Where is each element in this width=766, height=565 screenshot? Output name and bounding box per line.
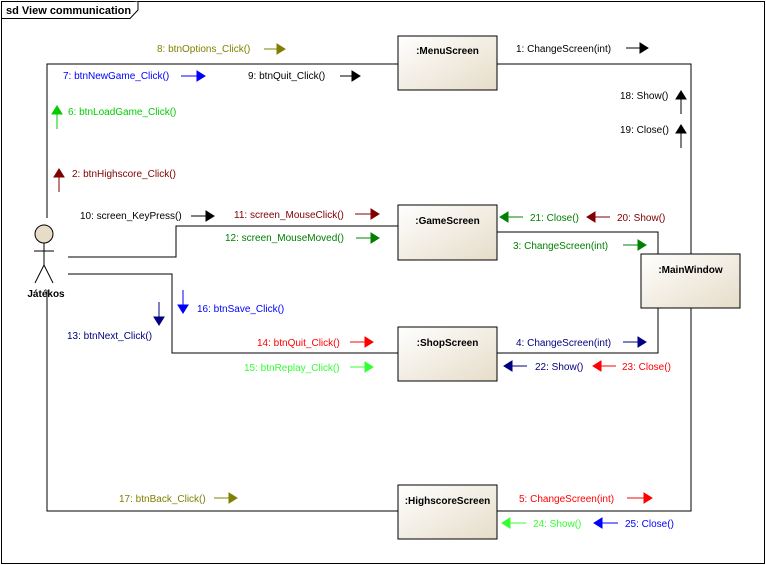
msg-23: 23: Close() (622, 362, 671, 373)
msg-1: 1: ChangeScreen(int) (516, 44, 611, 55)
msg-5: 5: ChangeScreen(int) (519, 494, 614, 505)
object-shop-screen-label: :ShopScreen (417, 338, 479, 349)
arrow-4 (623, 336, 647, 348)
arrow-8 (264, 43, 286, 55)
msg-8: 8: btnOptions_Click() (157, 44, 250, 55)
arrow-22 (503, 360, 527, 372)
arrow-23 (592, 360, 616, 372)
msg-2: 2: btnHighscore_Click() (72, 169, 176, 180)
msg-7: 7: btnNewGame_Click() (63, 71, 169, 82)
link-game-main (497, 231, 659, 254)
link-actor-highscore (46, 290, 398, 512)
arrow-1 (626, 42, 649, 54)
link-actor-menu (46, 63, 398, 218)
msg-19: 19: Close() (620, 125, 669, 136)
link-actor-game (68, 225, 398, 258)
actor-label: Játékos (27, 289, 65, 300)
link-actor-shop (68, 273, 398, 354)
message-labels: 8: btnOptions_Click() 7: btnNewGame_Clic… (63, 44, 674, 530)
arrow-25 (593, 517, 618, 529)
message-arrows (51, 42, 687, 529)
arrow-6 (51, 105, 63, 129)
arrow-13 (153, 302, 165, 326)
msg-12: 12: screen_MouseMoved() (225, 233, 344, 244)
msg-9: 9: btnQuit_Click() (248, 71, 325, 82)
object-main-window: :MainWindow (640, 253, 741, 309)
msg-17: 17: btnBack_Click() (119, 494, 206, 505)
arrow-5 (627, 492, 653, 504)
arrow-17 (214, 492, 238, 504)
msg-15: 15: btnReplay_Click() (244, 363, 340, 374)
msg-18: 18: Show() (620, 91, 668, 102)
arrow-20 (586, 211, 610, 223)
msg-22: 22: Show() (535, 362, 583, 373)
arrow-11 (355, 208, 380, 220)
msg-16: 16: btnSave_Click() (197, 304, 284, 315)
arrow-7 (181, 70, 206, 82)
arrow-24 (501, 517, 526, 529)
msg-21: 21: Close() (530, 213, 579, 224)
msg-4: 4: ChangeScreen(int) (516, 338, 611, 349)
msg-25: 25: Close() (625, 519, 674, 530)
object-game-screen: :GameScreen (397, 204, 498, 261)
object-menu-screen-label: :MenuScreen (416, 46, 479, 57)
object-menu-screen: :MenuScreen (397, 35, 498, 91)
arrow-16 (177, 290, 189, 314)
arrow-2 (53, 168, 65, 192)
connectors (46, 63, 692, 512)
msg-11: 11: screen_MouseClick() (234, 210, 344, 221)
actor-head (34, 224, 54, 244)
arrow-14 (350, 336, 374, 348)
frame-title: sd View communication (6, 5, 131, 17)
link-shop-main (497, 308, 659, 354)
msg-13: 13: btnNext_Click() (67, 331, 152, 342)
link-highscore-main (497, 308, 692, 512)
msg-3: 3: ChangeScreen(int) (513, 241, 608, 252)
msg-6: 6: btnLoadGame_Click() (68, 107, 176, 118)
arrow-12 (356, 232, 380, 244)
arrow-3 (623, 239, 647, 251)
arrow-18 (675, 90, 687, 114)
link-menu-main (497, 63, 692, 254)
object-main-window-label: :MainWindow (658, 265, 723, 276)
arrow-9 (340, 70, 361, 82)
actor-player (34, 224, 54, 284)
arrow-19 (675, 124, 687, 148)
msg-20: 20: Show() (617, 213, 665, 224)
arrow-21 (499, 211, 523, 223)
msg-14: 14: btnQuit_Click() (257, 338, 340, 349)
object-shop-screen: :ShopScreen (397, 326, 498, 382)
object-highscore-screen: :HighscoreScreen (397, 484, 498, 540)
msg-10: 10: screen_KeyPress() (80, 211, 182, 222)
object-game-screen-label: :GameScreen (415, 216, 479, 227)
msg-24: 24: Show() (533, 519, 581, 530)
arrow-10 (191, 210, 215, 222)
arrow-15 (350, 361, 374, 373)
object-highscore-screen-label: :HighscoreScreen (405, 496, 491, 507)
